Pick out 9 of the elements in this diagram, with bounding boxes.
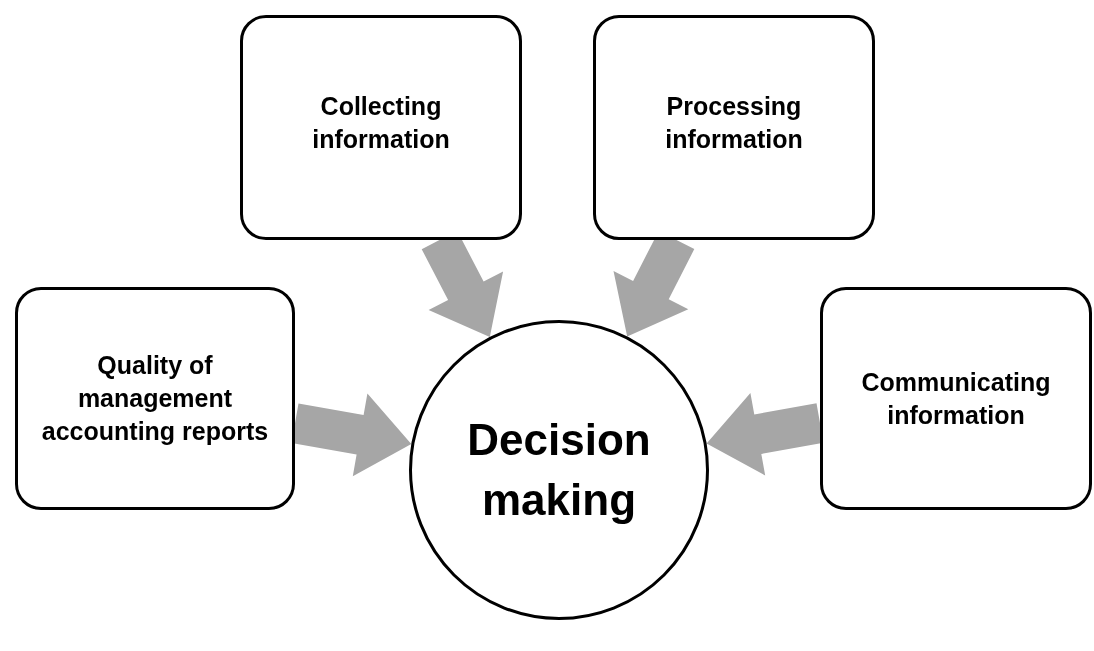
node-label: Communicating information — [860, 366, 1052, 431]
process-box — [240, 15, 522, 240]
process-box — [820, 287, 1092, 510]
node-label: Decision making — [466, 414, 652, 526]
node-label: Collecting information — [311, 91, 451, 155]
process-box — [15, 287, 295, 510]
process-box — [593, 15, 875, 240]
node-label: Processing information — [664, 91, 804, 155]
node-label: Quality of management accounting reports — [40, 350, 270, 447]
